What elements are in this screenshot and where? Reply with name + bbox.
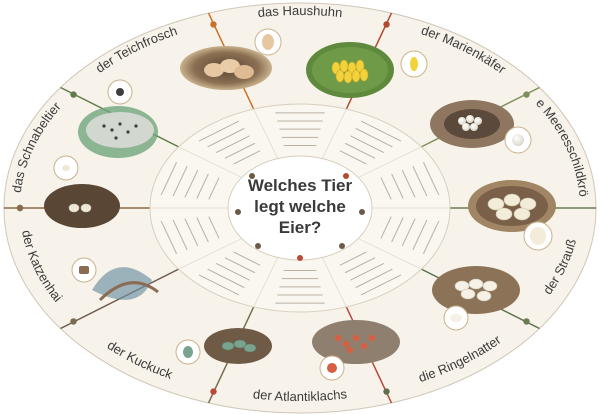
text-line xyxy=(184,218,199,247)
text-line xyxy=(196,217,209,243)
text-line xyxy=(216,263,250,281)
inner-divider xyxy=(253,108,279,159)
text-line xyxy=(391,217,404,243)
ostrich-mini-icon xyxy=(359,209,365,215)
chicken-icon xyxy=(210,21,217,28)
segment-label: der Atlantiklachs xyxy=(252,386,348,404)
text-line xyxy=(345,257,376,273)
cuckoo-mini-icon xyxy=(255,243,261,249)
text-line xyxy=(224,257,255,273)
frog-icon xyxy=(70,91,77,98)
center-title-line3: Eier? xyxy=(279,218,322,237)
text-line xyxy=(198,120,240,142)
text-line xyxy=(184,169,199,198)
bird-icon xyxy=(70,318,77,325)
text-line xyxy=(360,120,402,142)
platypus-nest-illustration xyxy=(44,155,120,228)
segment-label: das Haushuhn xyxy=(257,3,343,20)
inner-separators xyxy=(150,108,450,308)
text-line xyxy=(355,268,393,288)
segment-label-text: der Atlantiklachs xyxy=(252,386,348,404)
ostrich-icon xyxy=(523,318,530,325)
text-line xyxy=(360,274,402,296)
text-line xyxy=(412,219,428,250)
center-animal-icons xyxy=(235,173,365,261)
text-line xyxy=(345,143,376,159)
text-line xyxy=(196,173,209,199)
turtle-nest-illustration xyxy=(430,100,532,154)
text-line xyxy=(423,220,440,254)
text-line xyxy=(380,216,392,239)
text-line xyxy=(208,216,220,239)
text-line xyxy=(224,143,255,159)
ladybug-leaf-illustration xyxy=(306,42,428,98)
text-line xyxy=(391,173,404,199)
text-line xyxy=(355,128,393,148)
text-line xyxy=(160,220,177,254)
inner-text-lines xyxy=(160,112,440,304)
illustrations xyxy=(44,28,556,381)
fish-icon xyxy=(210,388,217,395)
inner-divider xyxy=(321,257,347,308)
segment-label-text: das Haushuhn xyxy=(257,3,343,20)
snake-nest-illustration xyxy=(432,266,520,331)
shark-egg-illustration xyxy=(71,257,159,302)
cuckoo-nest-illustration xyxy=(175,328,272,365)
center-title-line1: Welches Tier xyxy=(248,176,353,195)
ladybug-icon xyxy=(383,21,390,28)
text-line xyxy=(339,150,367,165)
text-line xyxy=(172,219,188,250)
inner-divider xyxy=(358,146,422,178)
text-line xyxy=(401,169,416,198)
inner-divider xyxy=(358,238,422,270)
inner-divider xyxy=(321,108,347,159)
text-line xyxy=(350,135,384,153)
chicken-mini-icon xyxy=(249,173,255,179)
center-title-line2: legt welche xyxy=(254,197,346,216)
text-line xyxy=(208,177,220,200)
text-line xyxy=(216,135,250,153)
text-line xyxy=(207,128,245,148)
text-line xyxy=(198,274,240,296)
inner-divider xyxy=(178,238,242,270)
frog-spawn-illustration xyxy=(78,79,158,158)
text-line xyxy=(172,166,188,197)
platypus-mini-icon xyxy=(235,209,241,215)
turtle-icon xyxy=(523,91,530,98)
text-line xyxy=(412,166,428,197)
text-line xyxy=(339,251,367,266)
ladybug-mini-icon xyxy=(343,173,349,179)
snake-icon xyxy=(383,388,390,395)
salmon-nest-illustration xyxy=(312,320,400,381)
text-line xyxy=(207,268,245,288)
text-line xyxy=(423,162,440,196)
snake-mini-icon xyxy=(339,243,345,249)
platypus-icon xyxy=(16,204,24,212)
text-line xyxy=(350,263,384,281)
ostrich-nest-illustration xyxy=(468,180,556,251)
inner-divider xyxy=(253,257,279,308)
text-line xyxy=(160,162,177,196)
text-line xyxy=(233,251,261,266)
fish-mini-icon xyxy=(297,255,303,261)
inner-divider xyxy=(178,146,242,178)
text-line xyxy=(380,177,392,200)
chicken-nest-illustration xyxy=(180,28,282,90)
text-line xyxy=(233,150,261,165)
text-line xyxy=(401,218,416,247)
